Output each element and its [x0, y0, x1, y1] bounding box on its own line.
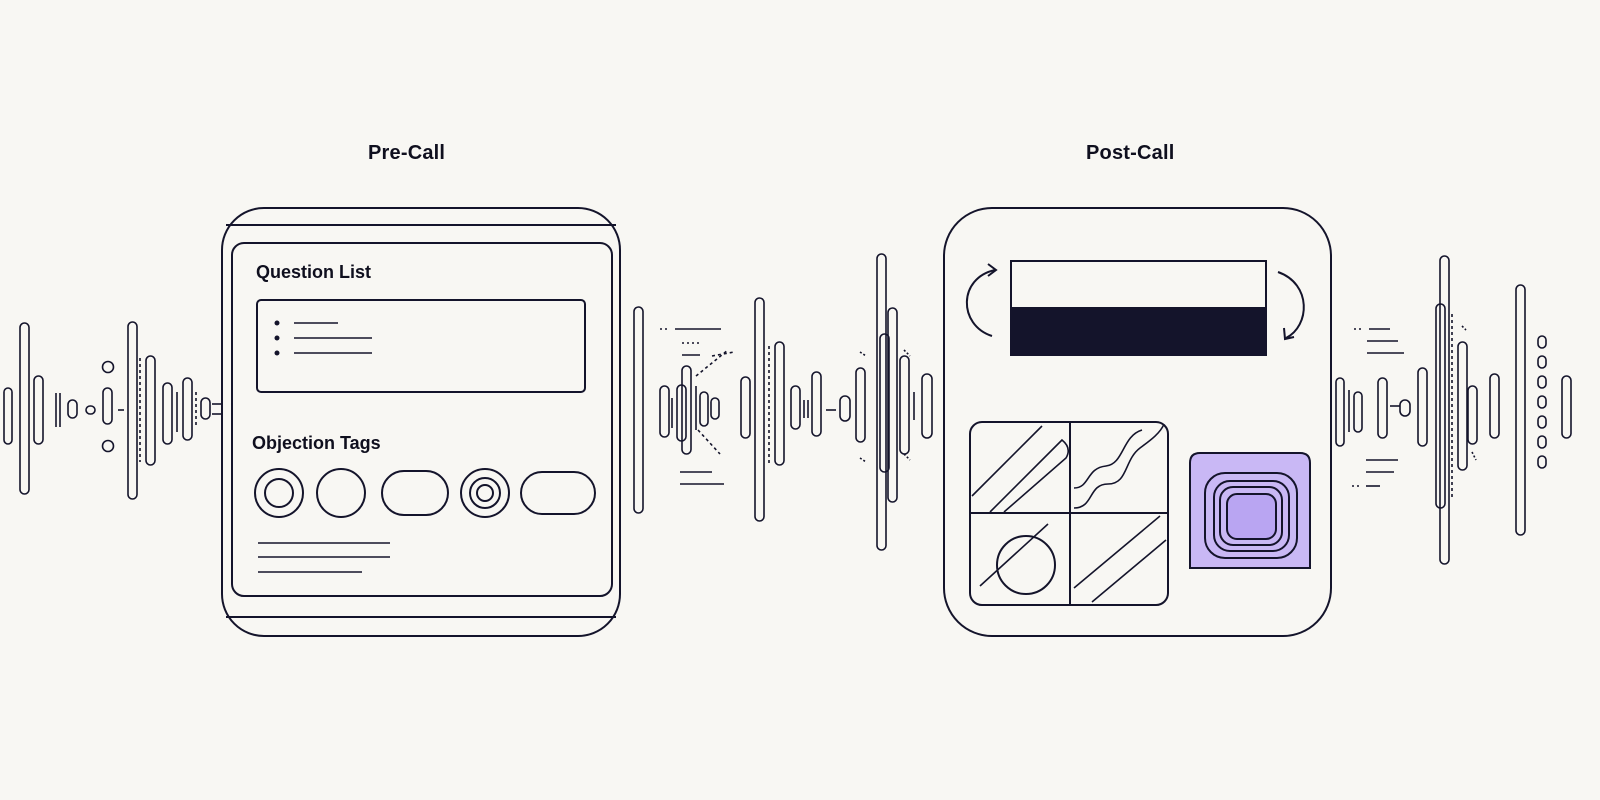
question-list-label: Question List	[256, 262, 372, 282]
bullet-icon	[274, 320, 280, 326]
post-call-title: Post-Call	[1086, 142, 1175, 164]
tag-circle-icon	[254, 468, 304, 518]
question-list-box	[256, 299, 586, 393]
objection-tags-label: Objection Tags	[252, 433, 381, 453]
pre-call-outer-frame	[221, 207, 621, 637]
tag-pill-icon	[381, 470, 449, 516]
tag-target-icon	[460, 468, 510, 518]
refresh-arrow-left-icon	[965, 269, 996, 337]
pre-call-title: Pre-Call	[368, 142, 446, 164]
summary-card-fill	[1010, 307, 1267, 356]
refresh-arrow-right-icon	[1277, 271, 1305, 339]
bullet-icon	[274, 335, 280, 341]
waveform-middle	[633, 253, 933, 551]
waveform-right	[1335, 255, 1572, 565]
waveform-left	[3, 321, 222, 500]
pre-call-device	[221, 207, 621, 637]
post-call-device	[943, 207, 1332, 637]
post-call-outer-frame	[943, 207, 1332, 637]
tag-pill-icon	[520, 471, 596, 515]
tag-circle-icon	[316, 468, 366, 518]
bullet-icon	[274, 350, 280, 356]
pre-call-screen	[231, 242, 613, 597]
